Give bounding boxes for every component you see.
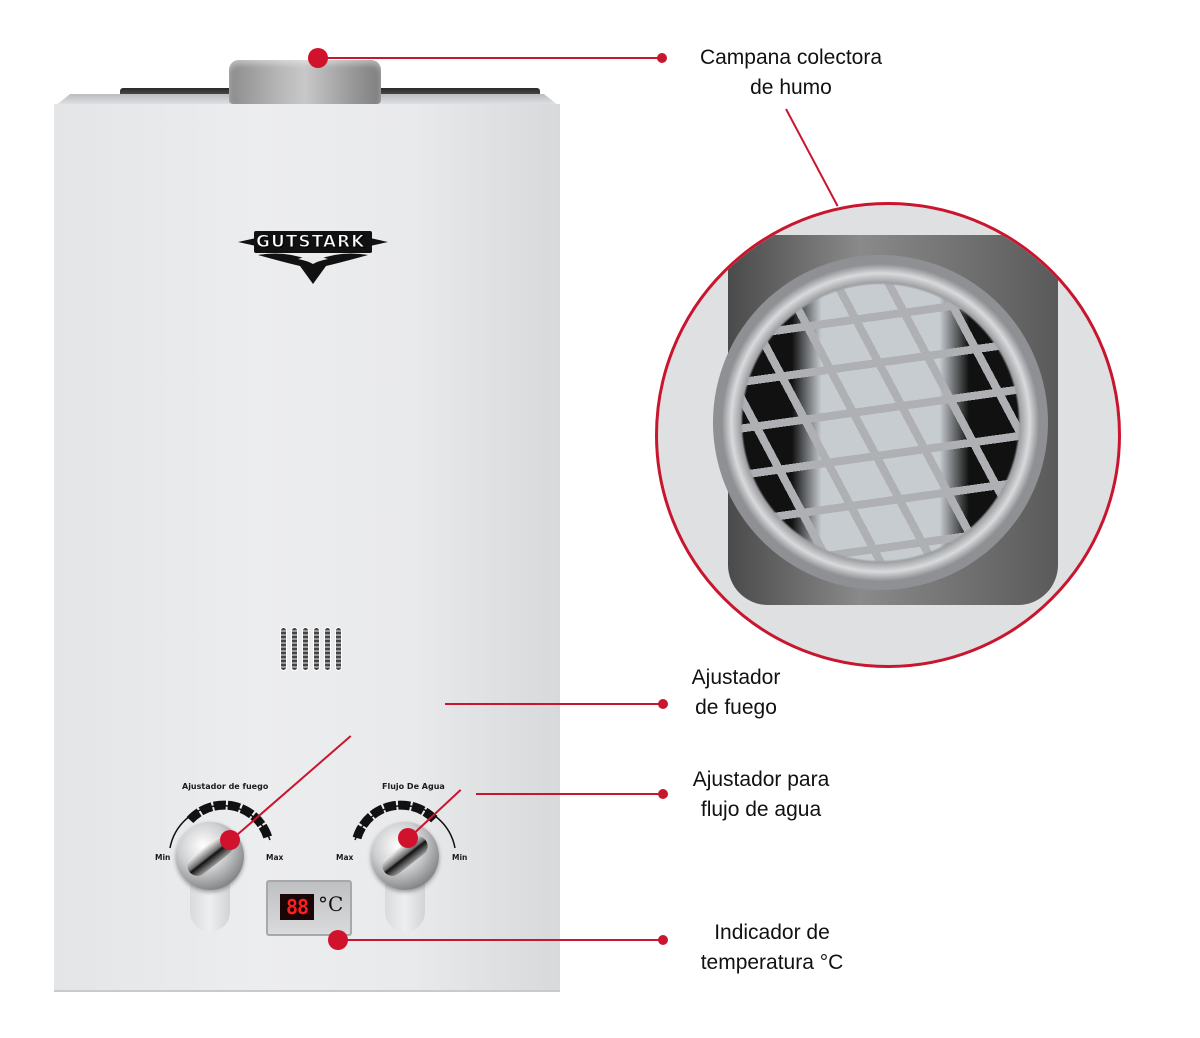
callout-line: Campana colectora: [699, 46, 883, 69]
fire-adjuster-label: Ajustador de fuego: [182, 782, 269, 791]
callout-fire-adjuster: Ajustador de fuego: [676, 663, 796, 723]
callout-smoke-hood: Campana colectora de humo: [676, 43, 906, 103]
red-dot-icon: [220, 830, 240, 850]
leader-line-smoke-hood: [318, 57, 662, 59]
callout-line: temperatura °C: [700, 951, 844, 974]
vent-slot: [291, 627, 298, 671]
red-dot-icon: [658, 935, 668, 945]
fire-max-label: Max: [266, 853, 284, 862]
water-max-label: Max: [336, 853, 354, 862]
vent-slot: [280, 627, 287, 671]
callout-water-flow: Ajustador para flujo de agua: [676, 765, 846, 825]
callout-line: Indicador de: [714, 921, 830, 944]
fire-min-label: Min: [155, 853, 171, 862]
water-min-label: Min: [452, 853, 468, 862]
red-dot-icon: [308, 48, 328, 68]
eagle-logo-icon: [238, 231, 388, 284]
callout-line: de humo: [750, 76, 832, 99]
water-scale-arc-icon: [352, 800, 456, 849]
callout-line: flujo de agua: [700, 798, 822, 821]
vent-slot: [324, 627, 331, 671]
leader-line-water-flow-h: [476, 793, 663, 795]
brand-logo: GUTSTARK: [238, 228, 388, 286]
red-dot-icon: [657, 53, 667, 63]
smoke-hood-chimney: [229, 60, 381, 104]
red-dot-icon: [658, 789, 668, 799]
temperature-display: 88 °C: [266, 880, 352, 936]
fire-scale-arc-icon: [169, 800, 273, 849]
callout-line: de fuego: [695, 696, 777, 719]
callout-line: Ajustador: [691, 666, 781, 689]
red-dot-icon: [658, 699, 668, 709]
leader-line-fire-adjuster-h: [445, 703, 663, 705]
temperature-digits: 88: [280, 894, 314, 920]
leader-line-to-magnified: [785, 108, 839, 207]
callout-temperature: Indicador de temperatura °C: [682, 918, 862, 978]
red-dot-icon: [398, 828, 418, 848]
callout-line: Ajustador para: [692, 768, 830, 791]
temperature-unit: °C: [318, 892, 344, 916]
water-flow-label: Flujo De Agua: [382, 782, 445, 791]
smoke-hood-magnified-view: [655, 202, 1121, 668]
red-dot-icon: [328, 930, 348, 950]
vent-slot: [335, 627, 342, 671]
vent-slot: [313, 627, 320, 671]
air-vent: [280, 627, 342, 671]
brand-name: GUTSTARK: [255, 232, 366, 253]
vent-slot: [302, 627, 309, 671]
leader-line-temperature: [338, 939, 663, 941]
